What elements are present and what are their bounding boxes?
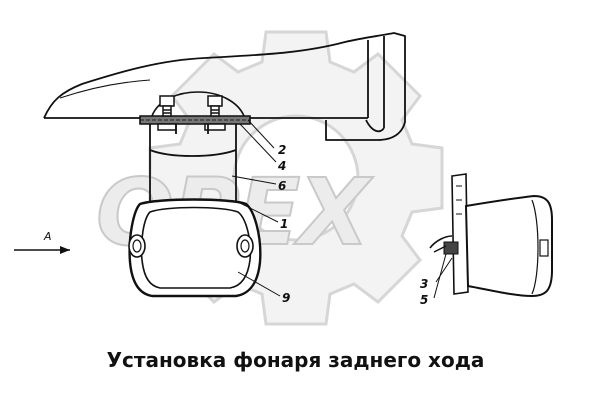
- view-arrow: [14, 246, 70, 254]
- callout-6: 6: [278, 179, 286, 193]
- bolt-right: [204, 95, 226, 131]
- vehicle-body-outline: [43, 32, 406, 141]
- callout-2: 2: [278, 143, 286, 157]
- leader-lines: [231, 119, 453, 299]
- view-arrow-label: A: [43, 230, 52, 243]
- bolt-left: [157, 95, 177, 131]
- reverse-lamp-front: [128, 198, 262, 298]
- callout-9: 9: [282, 291, 290, 305]
- callout-5: 5: [420, 293, 428, 307]
- callout-1: 1: [280, 217, 288, 231]
- lamp-bracket: [149, 124, 237, 202]
- figure-caption: Установка фонаря заднего хода: [106, 348, 485, 372]
- callout-4: 4: [277, 159, 286, 173]
- callout-3: 3: [420, 277, 428, 291]
- reverse-lamp-side: [429, 173, 553, 298]
